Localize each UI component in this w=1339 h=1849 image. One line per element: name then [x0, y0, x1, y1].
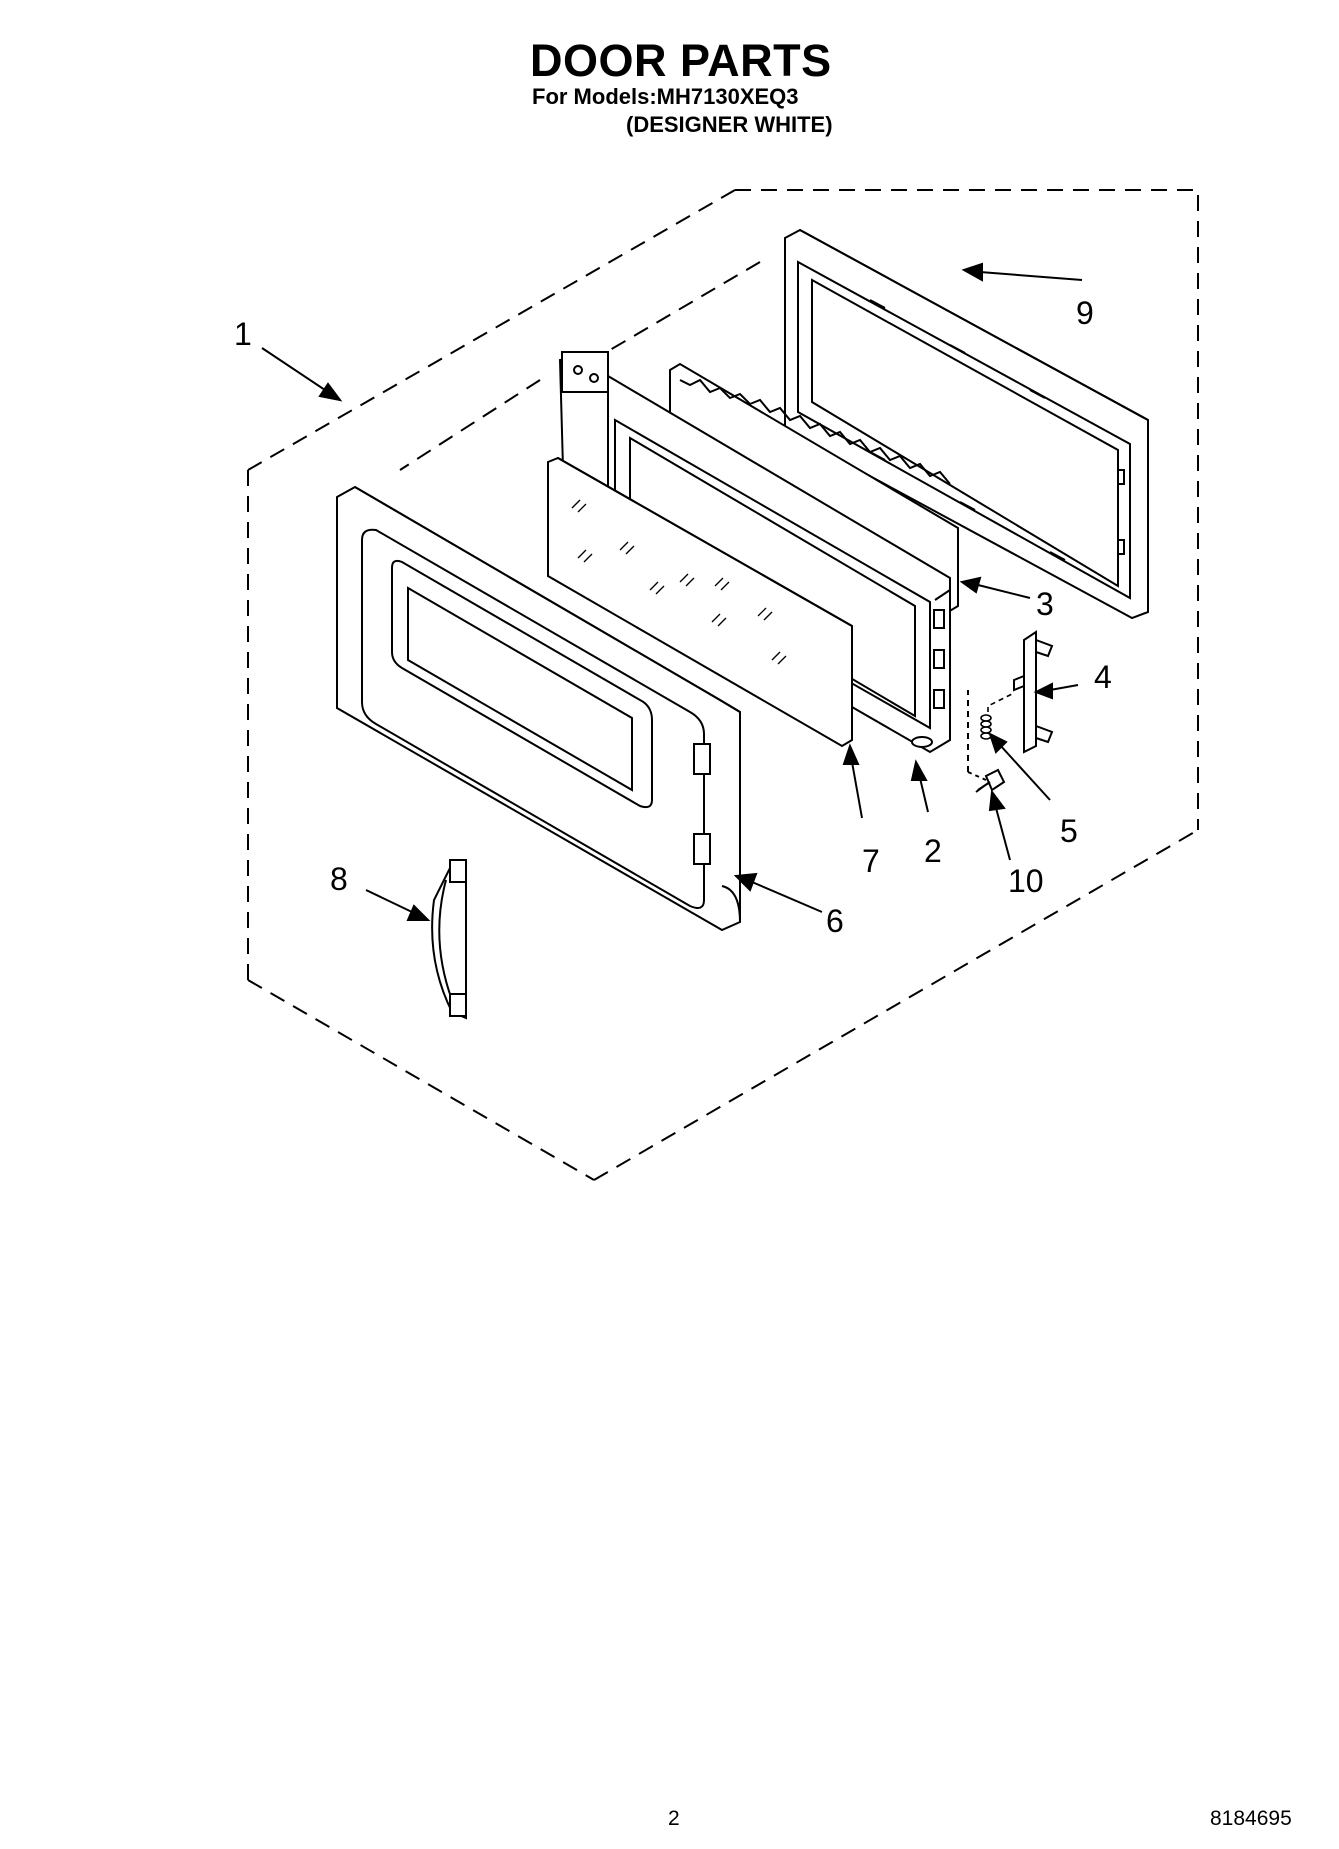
callout-5: 5 [1060, 813, 1078, 849]
callout-8: 8 [330, 861, 348, 897]
callout-6: 6 [826, 903, 844, 939]
part-7-glass-panel [547, 456, 853, 748]
page-number: 2 [668, 1807, 680, 1830]
callout-3: 3 [1036, 586, 1054, 622]
callout-4: 4 [1094, 659, 1112, 695]
part-8-door-handle [431, 859, 467, 1020]
callout-10: 10 [1008, 863, 1044, 899]
part-6-outer-door-panel [336, 485, 741, 932]
leader-arrows [261, 262, 1083, 921]
document-number: 8184695 [1210, 1807, 1292, 1830]
callout-1: 1 [234, 316, 252, 352]
callout-labels: 1 9 3 4 5 10 7 2 6 8 [234, 295, 1112, 939]
part-10-screw [967, 690, 1006, 793]
callout-9: 9 [1076, 295, 1094, 331]
part-5-spring [980, 693, 1013, 740]
part-4-latch [1013, 630, 1054, 754]
page-title: DOOR PARTS [530, 35, 832, 86]
callout-7: 7 [862, 843, 880, 879]
models-line: For Models:MH7130XEQ3 [532, 84, 799, 109]
finish-line: (DESIGNER WHITE) [626, 112, 833, 137]
assembly-boundary [247, 189, 1199, 1181]
callout-2: 2 [924, 833, 942, 869]
